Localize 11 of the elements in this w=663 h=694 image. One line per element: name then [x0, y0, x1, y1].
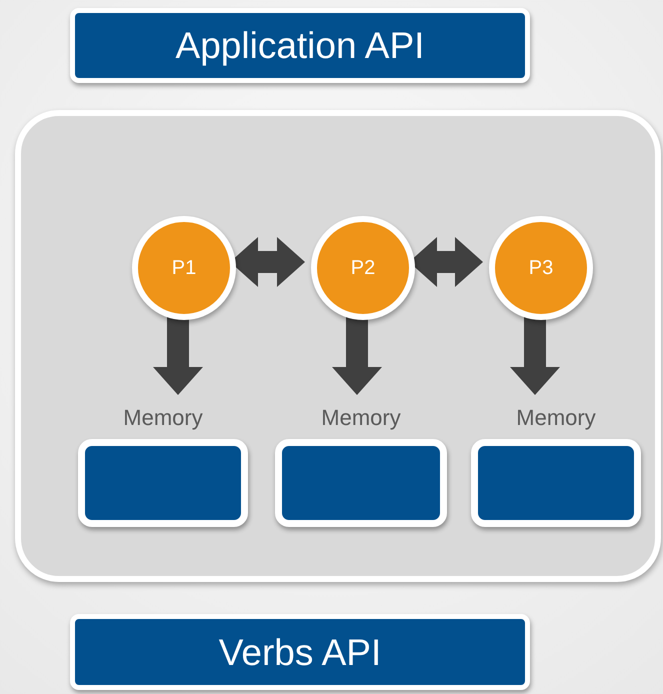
process-label: P2	[350, 256, 376, 280]
api-bar	[70, 614, 530, 690]
container-panel	[15, 110, 661, 582]
memory-label: Memory	[321, 405, 401, 431]
memory-label: Memory	[516, 405, 596, 431]
memory-label: Memory	[123, 405, 203, 431]
api-bar	[70, 8, 530, 83]
api-label: Verbs API	[218, 634, 382, 670]
process-label: P1	[172, 256, 196, 280]
api-label: Application API	[176, 27, 424, 64]
process-label: P3	[528, 256, 554, 280]
